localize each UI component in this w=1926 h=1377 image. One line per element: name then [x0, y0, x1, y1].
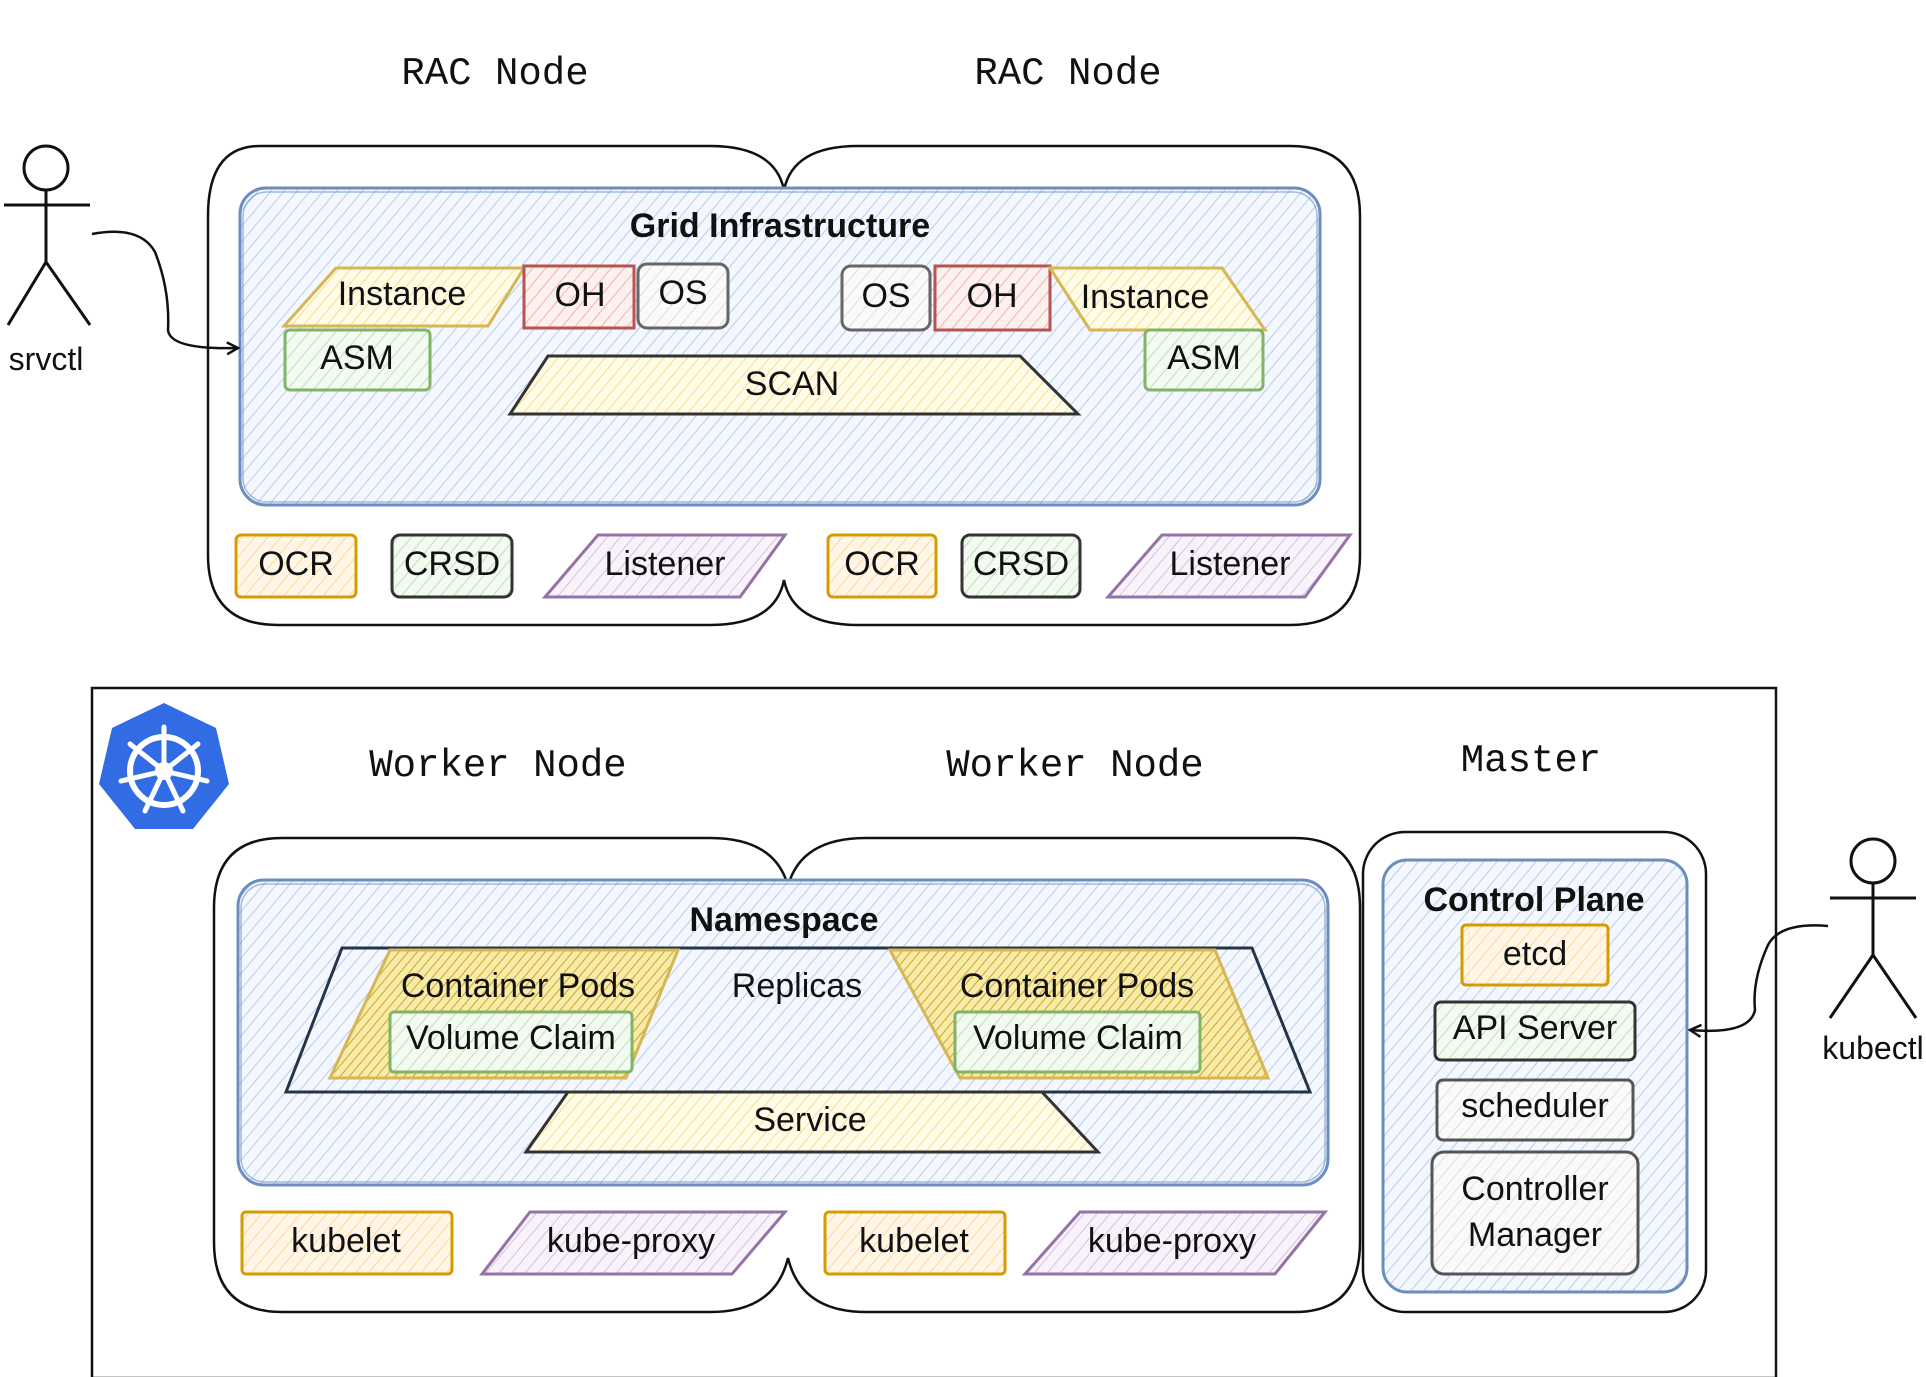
kubelet-left	[240, 1210, 454, 1276]
scheduler-label: scheduler	[1461, 1087, 1608, 1125]
rac-right-oh	[933, 264, 1052, 332]
namespace-title: Namespace	[689, 901, 878, 939]
controller-manager-label-line2: Manager	[1468, 1216, 1602, 1254]
rac-left-ocr	[234, 533, 358, 599]
volume-claim-right-label: Volume Claim	[973, 1019, 1183, 1057]
kubectl-actor-icon	[1828, 837, 1918, 1019]
volume-claim-left	[388, 1010, 634, 1074]
rac-left-crsd-label: CRSD	[404, 545, 500, 583]
rac-right-listener	[1104, 533, 1353, 599]
api-server-box	[1433, 1000, 1637, 1062]
srvctl-label: srvctl	[9, 341, 84, 377]
rac-right-ocr-label: OCR	[844, 545, 920, 583]
rac-left-crsd	[390, 533, 514, 599]
worker-node-right-title: Worker Node	[946, 744, 1203, 788]
container-pods-right-label: Container Pods	[960, 967, 1194, 1005]
master-title: Master	[1461, 739, 1601, 783]
rac-left-ocr-label: OCR	[258, 545, 334, 583]
rac-left-os-label: OS	[658, 274, 707, 312]
controller-manager-box	[1430, 1150, 1640, 1276]
rac-right-listener-label: Listener	[1170, 545, 1291, 583]
container-pods-left-label: Container Pods	[401, 967, 635, 1005]
scan-box	[507, 354, 1082, 416]
volume-claim-right	[953, 1010, 1202, 1074]
service-box	[523, 1090, 1102, 1154]
rac-left-listener	[541, 533, 788, 599]
scan-label: SCAN	[745, 365, 839, 403]
kubectl-arrow	[1690, 924, 1829, 1030]
kubectl-label: kubectl	[1822, 1030, 1923, 1066]
kube-proxy-left-label: kube-proxy	[547, 1222, 715, 1260]
rac-right-asm	[1143, 328, 1265, 392]
rac-right-os-label: OS	[861, 277, 910, 315]
kube-proxy-right	[1021, 1210, 1329, 1276]
replicas-label: Replicas	[732, 967, 862, 1005]
control-plane-title: Control Plane	[1423, 881, 1644, 919]
rac-left-oh	[522, 264, 636, 330]
grid-infrastructure-title: Grid Infrastructure	[630, 207, 930, 245]
srvctl-actor-icon	[4, 144, 92, 326]
kube-proxy-left	[478, 1210, 789, 1276]
rac-right-crsd	[960, 533, 1082, 599]
rac-right-asm-label: ASM	[1167, 339, 1241, 377]
rac-left-asm	[283, 328, 432, 392]
rac-right-crsd-label: CRSD	[973, 545, 1069, 583]
rac-left-instance	[280, 266, 527, 328]
rac-left-instance-label: Instance	[338, 275, 467, 313]
rac-right-os	[840, 264, 932, 332]
kubelet-right-label: kubelet	[859, 1222, 969, 1260]
controller-manager-label-line1: Controller	[1461, 1170, 1608, 1208]
worker-node-left-title: Worker Node	[369, 744, 626, 788]
volume-claim-left-label: Volume Claim	[406, 1019, 616, 1057]
rac-right-instance	[1047, 266, 1268, 332]
srvctl-arrow	[91, 230, 238, 348]
rac-right-ocr	[826, 533, 938, 599]
service-label: Service	[753, 1101, 866, 1139]
api-server-label: API Server	[1453, 1009, 1617, 1047]
rac-right-instance-label: Instance	[1081, 278, 1210, 316]
kubernetes-cluster-frame	[90, 686, 1778, 1377]
etcd-box	[1460, 923, 1610, 987]
etcd-label: etcd	[1503, 935, 1567, 973]
kubernetes-wheel-icon	[99, 703, 229, 829]
rac-right-oh-label: OH	[967, 277, 1018, 315]
rac-node-right-title: RAC Node	[974, 52, 1161, 96]
scheduler-box	[1435, 1078, 1635, 1142]
rac-left-listener-label: Listener	[605, 545, 726, 583]
rac-left-asm-label: ASM	[320, 339, 394, 377]
kube-proxy-right-label: kube-proxy	[1088, 1222, 1256, 1260]
kubelet-left-label: kubelet	[291, 1222, 401, 1260]
kubelet-right	[823, 1210, 1007, 1276]
rac-left-os	[636, 262, 730, 330]
rac-node-left-title: RAC Node	[401, 52, 588, 96]
rac-left-oh-label: OH	[555, 276, 606, 314]
